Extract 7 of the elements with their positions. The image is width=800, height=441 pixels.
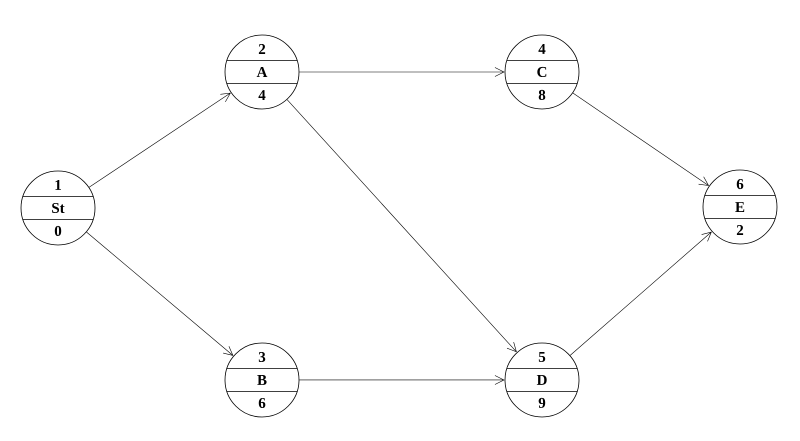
- arrow: [86, 232, 234, 356]
- arrow: [299, 375, 505, 385]
- arrow: [570, 232, 712, 356]
- arrow: [286, 99, 517, 352]
- arrow: [299, 67, 505, 77]
- arrow: [572, 92, 710, 186]
- arrow: [88, 92, 231, 188]
